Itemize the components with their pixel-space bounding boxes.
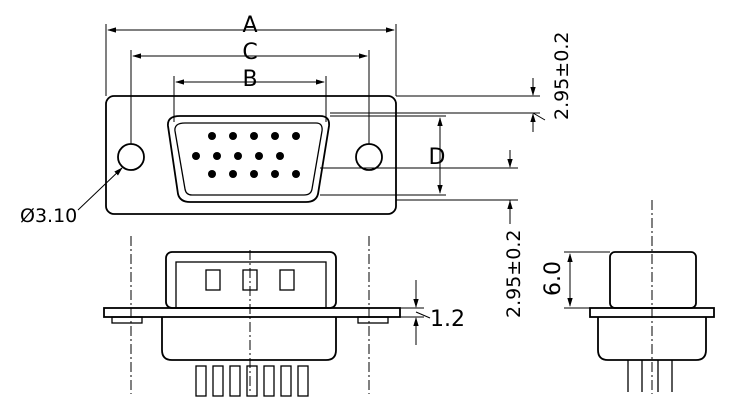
d-shell-inner	[174, 122, 323, 196]
pin-1-2	[229, 132, 237, 140]
hole-leader: Ø3.10	[20, 167, 123, 227]
pin-3-4	[271, 170, 279, 178]
height-label: 6.0	[541, 261, 566, 296]
tol-top-label: 2.95±0.2	[551, 32, 573, 120]
end-pins	[627, 360, 673, 392]
side-shell-top	[165, 251, 337, 309]
end-view	[589, 200, 715, 394]
side-pins	[195, 365, 309, 397]
front-flange	[105, 95, 397, 215]
side-pin-5	[263, 365, 275, 397]
dimension-c: C	[130, 40, 370, 144]
side-pin-4	[246, 365, 258, 397]
pin-1-1	[208, 132, 216, 140]
contact-window-1	[205, 269, 221, 291]
dim-b-label: B	[242, 67, 257, 92]
pin-3-2	[229, 170, 237, 178]
end-shell-top	[609, 251, 697, 309]
pin-2-1	[192, 152, 200, 160]
pin-2-2	[213, 152, 221, 160]
side-tab-right	[357, 316, 389, 324]
pin-2-4	[255, 152, 263, 160]
pin-3-3	[250, 170, 258, 178]
side-pin-2	[212, 365, 224, 397]
tol-side-label: 2.95±0.2	[503, 230, 525, 318]
dim-d-label: D	[429, 145, 446, 170]
side-view	[103, 236, 401, 397]
dimension-d: D	[320, 115, 446, 196]
dimension-a: A	[105, 13, 397, 96]
d-shell-outer	[167, 115, 330, 203]
contact-window-2	[242, 269, 258, 291]
pin-2-3	[234, 152, 242, 160]
side-pin-7	[297, 365, 309, 397]
contact-window-3	[279, 269, 295, 291]
side-pin-3	[229, 365, 241, 397]
front-view	[105, 95, 397, 215]
end-flange	[589, 307, 715, 318]
mounting-hole-left	[117, 143, 145, 171]
tolerance-top: 2.95±0.2	[330, 32, 573, 132]
dim-c-label: C	[242, 40, 257, 65]
side-tab-left	[111, 316, 143, 324]
side-pin-6	[280, 365, 292, 397]
pin-1-5	[292, 132, 300, 140]
dim-a-label: A	[242, 13, 257, 38]
side-shell-inner	[175, 261, 327, 309]
side-flange	[103, 307, 401, 318]
mounting-hole-right	[355, 143, 383, 171]
pin-1-4	[271, 132, 279, 140]
pin-3-1	[208, 170, 216, 178]
pin-2-5	[276, 152, 284, 160]
end-lower-body	[597, 317, 707, 361]
pin-array	[192, 132, 300, 178]
side-pin-1	[195, 365, 207, 397]
dimension-b: B	[173, 67, 327, 122]
side-lower-body	[161, 317, 337, 361]
pin-1-3	[250, 132, 258, 140]
thickness-dimension: 1.2	[400, 280, 465, 345]
hole-label: Ø3.10	[20, 205, 77, 227]
tolerance-side: 2.95±0.2	[320, 150, 525, 318]
pin-3-5	[292, 170, 300, 178]
thickness-label: 1.2	[430, 307, 465, 332]
height-dimension: 6.0	[541, 251, 610, 309]
